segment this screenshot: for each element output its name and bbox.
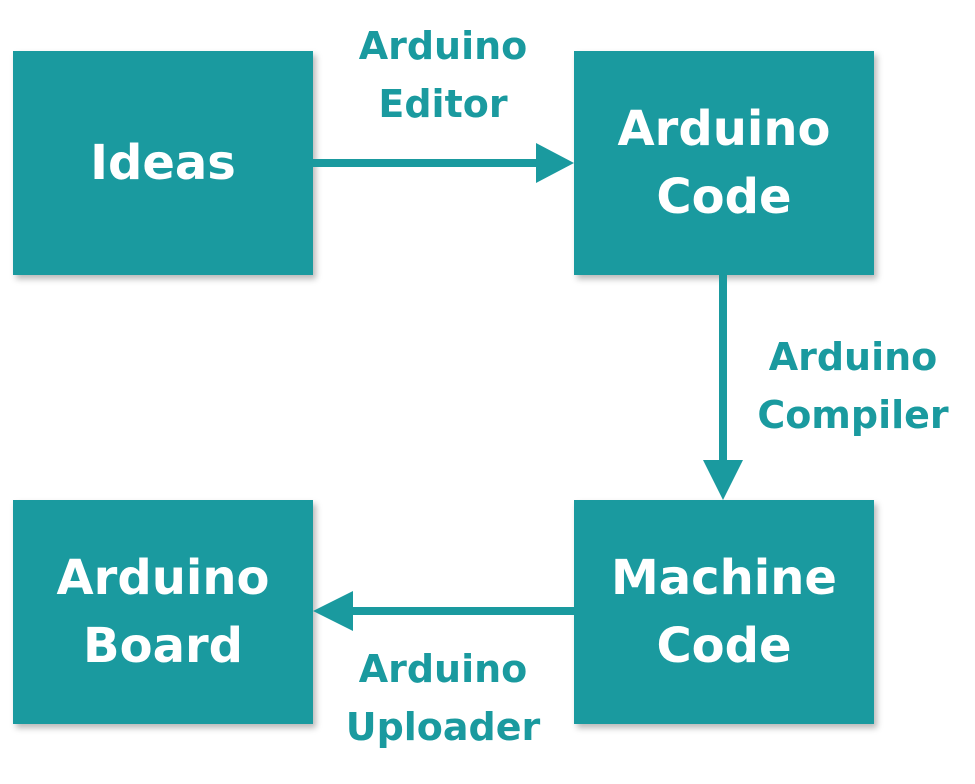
node-ideas: Ideas	[13, 51, 313, 275]
node-machine-code: Machine Code	[574, 500, 874, 724]
arrow-machine-to-board	[313, 591, 574, 631]
edge-label-compiler: Arduino Compiler	[757, 335, 949, 437]
edge-label-editor: Arduino Editor	[358, 24, 528, 126]
node-arduino-code: Arduino Code	[574, 51, 874, 275]
node-arduino-board: Arduino Board	[13, 500, 313, 724]
arrow-code-to-machine	[703, 275, 743, 500]
arrow-ideas-to-code	[313, 143, 574, 183]
node-machine-code-label: Machine Code	[611, 550, 837, 674]
node-arduino-board-label: Arduino Board	[56, 550, 270, 674]
edge-label-uploader: Arduino Uploader	[345, 647, 541, 749]
node-ideas-label: Ideas	[90, 135, 236, 191]
node-arduino-code-label: Arduino Code	[617, 101, 831, 225]
